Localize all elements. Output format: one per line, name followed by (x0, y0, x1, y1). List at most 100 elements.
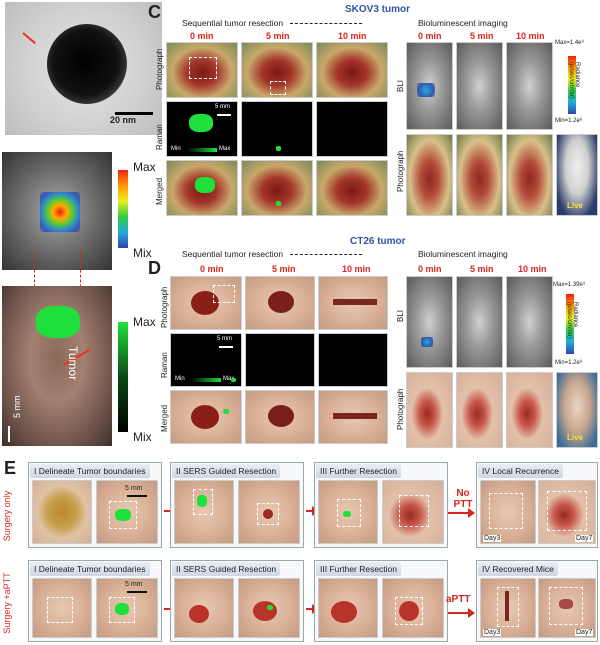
raman-signal (276, 201, 281, 206)
live-label: Live (567, 433, 584, 442)
scale-bar (127, 495, 147, 497)
roi-box (395, 597, 423, 625)
row1-img1 (32, 480, 92, 544)
bli-label: Bioluminescent imaging (418, 18, 508, 28)
tumor-label: Tumor (66, 346, 80, 381)
row1-img5 (318, 480, 378, 544)
colorbar-max: Max=1.4e⁹ (555, 40, 585, 46)
row2-img6 (382, 578, 444, 638)
raman-min: Min (175, 376, 185, 382)
incision (333, 299, 377, 305)
bli-signal (417, 83, 435, 97)
nanoparticle (47, 24, 127, 104)
bli-signal (421, 337, 433, 347)
c-merged-5 (241, 160, 313, 216)
c-merged-10 (316, 160, 388, 216)
d-bli-10 (506, 276, 553, 368)
bli-colorbar (118, 170, 128, 248)
colorbar-max: Max=1.39e⁹ (553, 282, 586, 288)
bli-time-5: 5 min (470, 31, 494, 41)
colorbar-min: Min=1.2e⁸ (555, 118, 583, 124)
d-merged-5 (245, 390, 315, 444)
raman-max: Max (223, 376, 235, 382)
raman-max: Max (133, 315, 156, 329)
colorbar (568, 56, 576, 114)
d-photo-0 (170, 276, 242, 330)
right-row-photo: Photograph (396, 388, 405, 430)
c-photo-10 (316, 42, 388, 98)
c-bli-5 (456, 42, 503, 130)
seq-label: Sequential tumor resection (182, 249, 284, 259)
scale-label: 5 mm (125, 581, 143, 588)
bli-min: Mix (133, 246, 152, 260)
row2-transition: aPTT (446, 594, 471, 605)
raman-overlay-image: Tumor 5 mm (2, 286, 112, 446)
d-raman-5 (245, 333, 315, 387)
scale-label: 5 mm (125, 485, 143, 492)
d-rphoto-0 (406, 372, 453, 448)
tumor (268, 291, 294, 313)
row2-img1 (32, 578, 92, 638)
roi-box (497, 587, 519, 627)
row-raman: Raman (160, 352, 169, 378)
row2-img7: Day3 (480, 578, 536, 638)
c-live-mouse: Live (556, 134, 598, 216)
bli-time-10: 10 min (516, 31, 545, 41)
arrow-3 (448, 508, 475, 518)
roi-box (47, 597, 73, 623)
roi-box (399, 495, 429, 527)
time-10: 10 min (338, 31, 367, 41)
row2-step2-label: II SERS Guided Resection (172, 562, 281, 576)
day-label: Day7 (575, 535, 594, 542)
incision (333, 413, 377, 419)
raman-signal (231, 378, 236, 382)
scale-bar (217, 114, 231, 116)
c-bli-10 (506, 42, 553, 130)
bli-label: Bioluminescent imaging (418, 249, 508, 259)
tumor (191, 405, 219, 429)
colorbar-label: Radiance (p/sec/cm²/sr) (566, 302, 578, 339)
roi-box (193, 489, 213, 515)
row-raman: Raman (155, 124, 164, 150)
seq-label: Sequential tumor resection (182, 18, 284, 28)
time-5: 5 min (272, 264, 296, 274)
panel-c-title: SKOV3 tumor (345, 4, 411, 15)
roi-box (489, 493, 523, 529)
tem-image: 20 nm (5, 2, 162, 135)
panel-d-title: CT26 tumor (350, 236, 406, 247)
row-merged: Merged (160, 404, 169, 432)
row1-img3 (174, 480, 234, 544)
roi-box (257, 503, 279, 525)
panel-c-letter: C (148, 2, 161, 22)
scale-bar (127, 591, 147, 593)
raman-bar (187, 148, 217, 152)
d-photo-10 (318, 276, 388, 330)
raman-signal (343, 511, 351, 517)
raman-min: Min (171, 146, 181, 152)
tumor (189, 605, 209, 623)
row1-img7: Day3 (480, 480, 536, 544)
scale-label: 20 nm (110, 115, 137, 125)
d-bli-0 (406, 276, 453, 368)
row1-side-label: Surgery only (2, 490, 12, 542)
row1-step3-label: III Further Resection (316, 464, 402, 478)
scale-bar (219, 346, 233, 348)
row2-step4-label: IV Recovered Mice (478, 562, 558, 576)
incision (505, 591, 509, 621)
roi-box (549, 587, 583, 625)
c-rphoto-10 (506, 134, 553, 216)
tumor (268, 405, 294, 427)
row1-img4 (238, 480, 300, 544)
c-merged-0 (166, 160, 238, 216)
roi-box (337, 499, 361, 527)
c-raman-0: 5 mm Min Max (166, 101, 238, 157)
c-raman-5 (241, 101, 313, 157)
red-dash-line-left (34, 250, 35, 312)
row1-step1-label: I Delineate Tumor boundaries (30, 464, 150, 478)
colorbar-label: Radiance (p/sec/cm²/sr) (568, 62, 580, 99)
panel-e-letter: E (4, 458, 17, 478)
row1-step2-label: II SERS Guided Resection (172, 464, 281, 478)
bli-time-0: 0 min (418, 31, 442, 41)
colorbar-min: Min=1.2e⁸ (555, 360, 583, 366)
colorbar (566, 294, 574, 354)
